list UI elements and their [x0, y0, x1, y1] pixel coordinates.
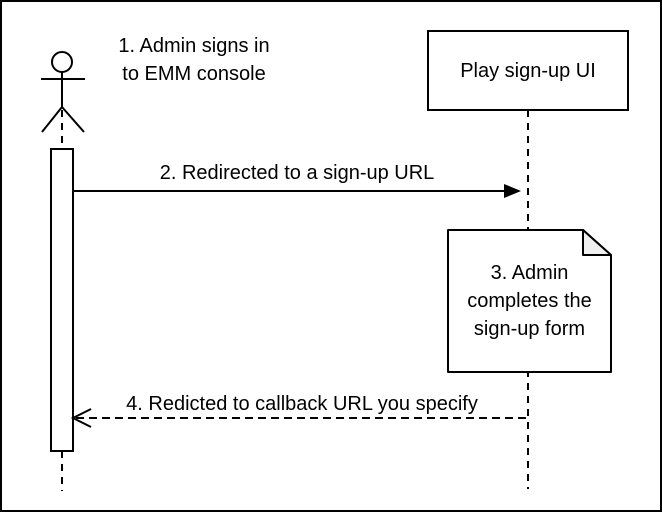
actor-leg-right	[61, 106, 85, 133]
activation-bar	[50, 148, 74, 452]
note-fold-icon	[582, 229, 612, 256]
message-4-label: 4. Redicted to callback URL you specify	[126, 393, 478, 415]
actor-leg-left	[41, 106, 63, 133]
admin-actor-figure	[41, 51, 85, 133]
actor-head-icon	[51, 51, 73, 73]
participant-box	[427, 30, 629, 111]
message-4-arrowhead-icon	[70, 408, 92, 428]
message-2-arrowhead-icon	[504, 184, 521, 198]
actor-label: 1. Admin signs in to EMM console	[118, 35, 270, 85]
note-shape	[447, 229, 612, 373]
message-2-label: 2. Redirected to a sign-up URL	[159, 162, 435, 184]
participant-label: Play sign-up UI	[460, 59, 596, 82]
note-label: 3. Admin completes the sign-up form	[467, 262, 592, 340]
